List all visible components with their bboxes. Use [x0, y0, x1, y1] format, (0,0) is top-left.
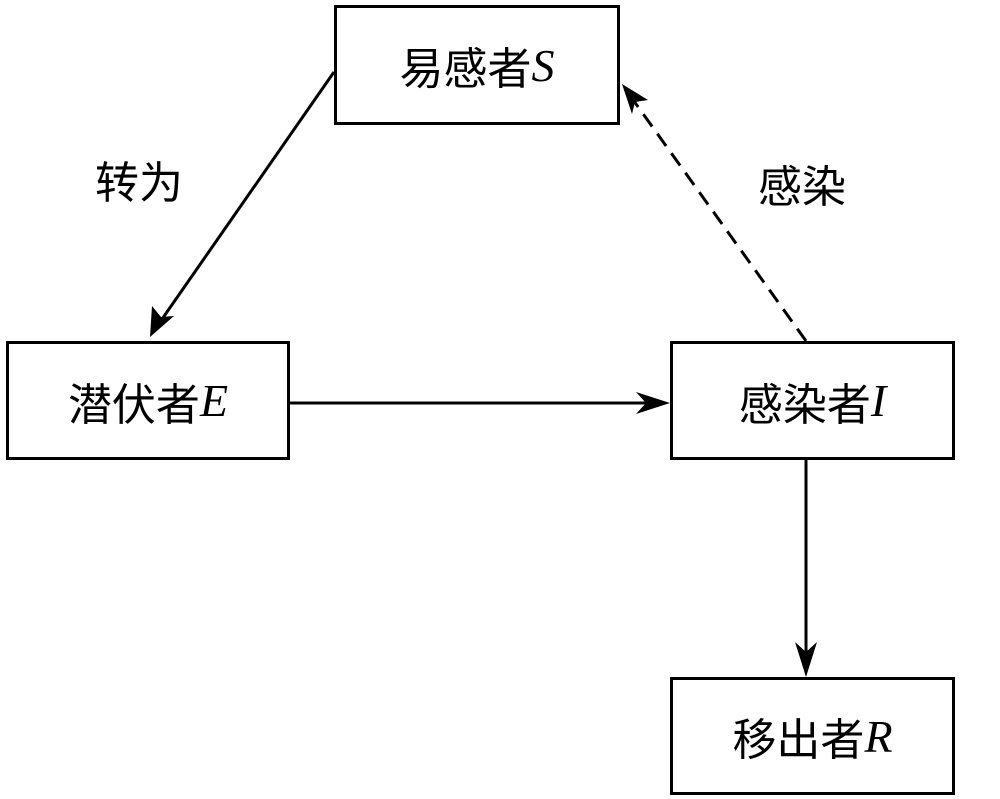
- edge-label-infect: 感染: [758, 162, 846, 213]
- edge-exposed-to-infected: [290, 392, 670, 414]
- susceptible-label: 易感者: [399, 44, 532, 95]
- infected-label: 感染者: [738, 379, 871, 431]
- exposed-symbol: E: [199, 375, 229, 426]
- removed-symbol: R: [864, 710, 893, 762]
- susceptible-symbol: S: [531, 39, 555, 91]
- exposed-label: 潜伏者: [67, 379, 200, 431]
- edge-infected-to-susceptible: [622, 84, 808, 342]
- edge-infected-to-removed: [795, 460, 817, 677]
- infected-symbol: I: [870, 375, 887, 426]
- edge-susceptible-to-exposed: [150, 71, 336, 337]
- removed-label: 移出者: [732, 715, 865, 766]
- edge-label-convert: 转为: [95, 158, 183, 209]
